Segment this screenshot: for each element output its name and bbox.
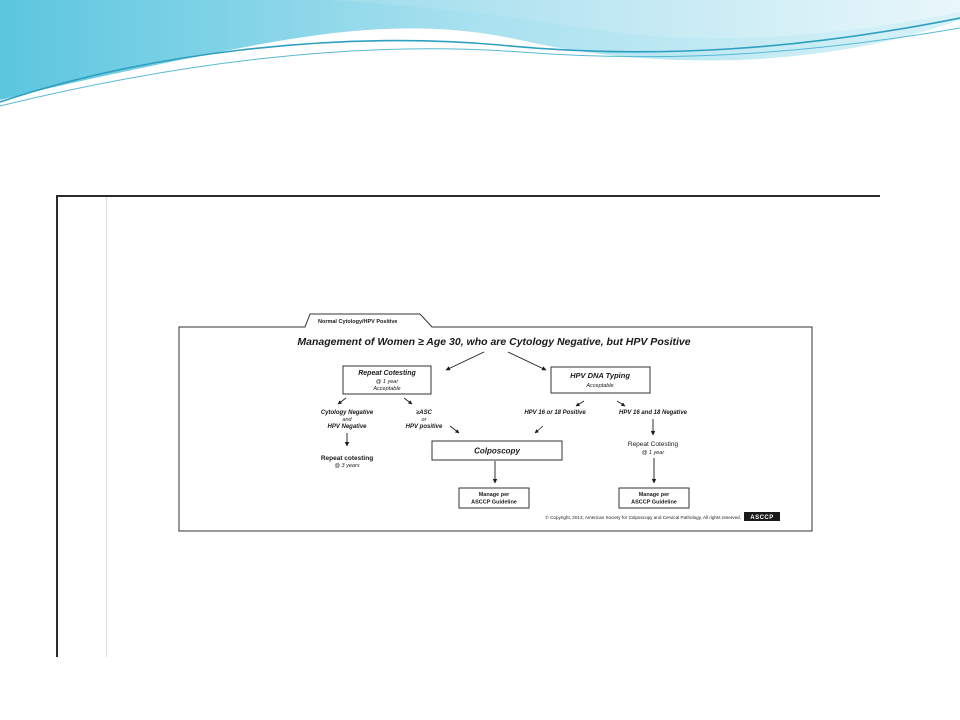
tab-label: Normal Cytology/HPV Positive [318,319,397,325]
repeat-cotesting-1yr-interval: @ 1 year [642,450,666,456]
copyright-text: © Copyright, 2013, American Society for … [545,514,741,520]
hpv-16-18-positive-label: HPV 16 or 18 Positive [524,410,586,416]
colposcopy-box [431,440,563,461]
hpv-negative-label: HPV Negative [327,424,367,430]
hpv-dna-typing-title: HPV DNA Typing [570,371,630,380]
manage-per-asccp-left-box [458,487,530,509]
manage-left-line2: ASCCP Guideline [471,500,517,506]
repeat-cotesting-box [342,365,432,395]
repeat-cotesting-1yr-label: Repeat Cotesting [628,441,679,448]
cytology-negative-and: and [342,417,352,423]
banner-wave-line [0,17,960,103]
banner-wave-line-2 [0,27,960,107]
arrow-to-hpv-16-18-positive [575,400,585,407]
repeat-cotesting-3yr-interval: @ 3 years [334,463,359,469]
scanned-page-margin-line [106,197,107,657]
arrow-title-to-repeat-cotesting [445,351,485,371]
hpv-dna-typing-acceptable: Acceptable [585,383,613,389]
asc-label: ≥ASC [416,410,433,416]
slide-banner [0,0,960,107]
repeat-cotesting-3yr-label: Repeat cotesting [321,455,373,462]
manage-left-line1: Manage per [479,492,510,498]
repeat-cotesting-title: Repeat Cotesting [358,370,416,377]
flowchart-title: Management of Women ≥ Age 30, who are Cy… [297,336,690,348]
hpv-16-18-negative-label: HPV 16 and 18 Negative [619,410,688,416]
repeat-cotesting-interval: @ 1 year [376,379,400,385]
manage-right-line2: ASCCP Guideline [631,500,677,506]
arrow-hpv-positive-to-colposcopy [534,425,544,434]
arrow-to-cytology-negative [337,397,347,405]
hpv-positive-label: HPV positive [406,424,443,430]
asccp-logo-text: ASCCP [750,515,774,521]
cytology-negative-label: Cytology Negative [321,410,374,416]
arrow-title-to-hpv-typing [507,351,547,371]
banner-wave-light [330,0,960,39]
repeat-cotesting-acceptable: Acceptable [372,386,400,392]
arrow-to-asc-positive [403,397,413,405]
colposcopy-label: Colposcopy [474,447,520,456]
asccp-logo [744,512,780,521]
arrow-to-hpv-16-18-negative [616,400,626,407]
asc-or: or [422,417,428,423]
hpv-dna-typing-box [550,366,651,394]
manage-right-line1: Manage per [639,492,670,498]
arrow-asc-to-colposcopy [449,425,460,434]
manage-per-asccp-right-box [618,487,690,509]
